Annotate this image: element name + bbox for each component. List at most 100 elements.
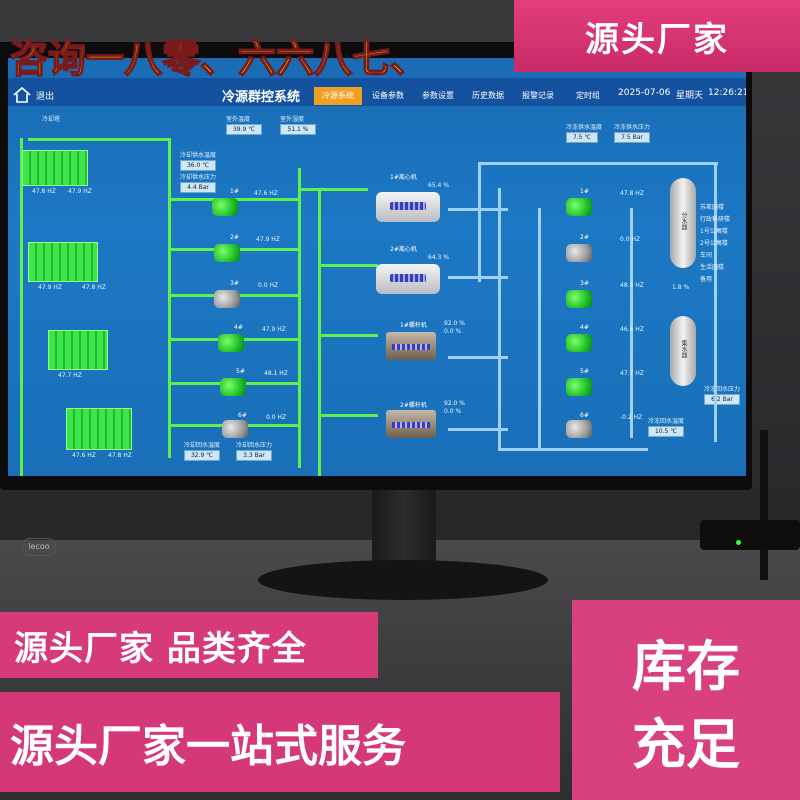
cooling-tower-2[interactable]	[28, 242, 98, 282]
chw-pump-hz: -0.2 HZ	[620, 414, 643, 421]
chiller-coil	[390, 202, 426, 210]
chw-pipe	[448, 356, 508, 359]
cooling-pump-5[interactable]	[220, 378, 246, 396]
cooling-pump-name: 1#	[230, 188, 239, 195]
chiller-load-2: 0.0 %	[444, 408, 462, 415]
cw-pipe	[318, 264, 378, 267]
chw-pump-3[interactable]	[566, 290, 592, 308]
cooling-pump-name: 4#	[234, 324, 243, 331]
tower-hz: 47.8 HZ	[108, 452, 132, 459]
branch-label: 1号公寓楼	[700, 228, 728, 235]
chw-pump-hz: 46.6 HZ	[620, 326, 644, 333]
chw-pump-name: 3#	[580, 280, 589, 287]
tower-hz: 47.8 HZ	[32, 188, 56, 195]
date: 2025-07-06	[618, 88, 671, 98]
chiller-load: 65.4 %	[428, 182, 449, 189]
distributor-tank[interactable]: 分水器	[670, 178, 696, 268]
chw-pump-name: 5#	[580, 368, 589, 375]
home-icon[interactable]	[12, 86, 32, 104]
chiller-name: 2#螺杆机	[400, 402, 427, 409]
chiller-load: 92.0 %	[444, 400, 465, 407]
branch-label: 苏茗园楼	[700, 204, 725, 211]
screw-chiller-1[interactable]	[386, 332, 436, 360]
chw-pump-5[interactable]	[566, 378, 592, 396]
cw-pipe	[318, 188, 321, 476]
chw-pump-name: 1#	[580, 188, 589, 195]
chw-pump-4[interactable]	[566, 334, 592, 352]
cooling-tower-1[interactable]	[22, 150, 88, 186]
chw-pump-1[interactable]	[566, 198, 592, 216]
branch-label: 备用	[700, 276, 713, 283]
tower-hz: 47.9 HZ	[38, 284, 62, 291]
chiller-load: 64.3 %	[428, 254, 449, 261]
cooling-tower-4[interactable]	[66, 408, 132, 450]
cooling-pump-hz: 0.0 HZ	[266, 414, 287, 421]
cw-supply-press-label: 冷却供水压力	[180, 174, 217, 181]
cooling-pump-1[interactable]	[212, 198, 238, 216]
chw-pump-name: 6#	[580, 412, 589, 419]
ad-stock-line2: 充足	[632, 713, 740, 776]
monitor-stand	[372, 490, 436, 570]
cooling-pump-2[interactable]	[214, 244, 240, 262]
chw-supply-temp-value: 7.5 ℃	[566, 132, 598, 143]
monitor-brand-logo: lecoo	[22, 538, 56, 556]
cw-return-press-value: 3.3 Bar	[236, 450, 272, 461]
screw-chiller-2[interactable]	[386, 410, 436, 438]
cw-pipe	[318, 334, 378, 337]
tab-schedule[interactable]: 定时组	[576, 91, 600, 100]
cw-supply-temp-label: 冷却供水温度	[180, 152, 217, 159]
cw-supply-press-value: 4.4 Bar	[180, 182, 216, 193]
tower-label: 冷却塔	[42, 116, 61, 123]
collector-label: 集水器	[680, 340, 687, 358]
centrifugal-chiller-1[interactable]	[376, 192, 440, 222]
ad-banner-top: 源头厂家	[514, 0, 800, 72]
ad-stock-badge: 库存 充足	[572, 600, 800, 800]
cooling-pump-hz: 47.9 HZ	[256, 236, 280, 243]
cooling-pump-6[interactable]	[222, 420, 248, 438]
chw-pump-6[interactable]	[566, 420, 592, 438]
chw-supply-press-label: 冷冻供水压力	[614, 124, 651, 131]
chw-pump-2[interactable]	[566, 244, 592, 262]
cw-pipe	[298, 168, 301, 468]
outdoor-humidity-value: 51.1 %	[280, 124, 316, 135]
ad-banner-top-text: 源头厂家	[585, 19, 729, 60]
chw-supply-press-value: 7.5 Bar	[614, 132, 650, 143]
power-adapter	[700, 520, 800, 550]
branch-label: 车间	[700, 252, 713, 259]
branch-label: 生活园楼	[700, 264, 725, 271]
exit-button[interactable]: 退出	[36, 92, 55, 102]
tab-param-settings[interactable]: 参数设置	[422, 91, 454, 100]
chw-pipe	[448, 276, 508, 279]
cooling-pump-4[interactable]	[218, 334, 244, 352]
cooling-pump-hz: 47.6 HZ	[254, 190, 278, 197]
ad-stock-line1: 库存	[632, 635, 740, 698]
branch-label: 行政科研楼	[700, 216, 731, 223]
chw-supply-temp-label: 冷冻供水温度	[566, 124, 603, 131]
centrifugal-chiller-2[interactable]	[376, 264, 440, 294]
tab-device-params[interactable]: 设备参数	[372, 91, 404, 100]
chw-return-press-value: 6.2 Bar	[704, 394, 740, 405]
cw-return-press-label: 冷却回水压力	[236, 442, 273, 449]
collector-tank[interactable]: 集水器	[670, 316, 696, 386]
system-title: 冷源群控系统	[222, 90, 301, 105]
cooling-pump-3[interactable]	[214, 290, 240, 308]
cooling-pump-hz: 0.0 HZ	[258, 282, 279, 289]
cooling-pump-hz: 47.9 HZ	[262, 326, 286, 333]
outdoor-humidity-label: 室外湿度	[280, 116, 305, 123]
monitor: 退出 冷源群控系统 冷源系统 设备参数 参数设置 历史数据 报警记录 定时组 2…	[0, 42, 752, 556]
tab-cold-source[interactable]: 冷源系统	[314, 87, 362, 105]
branch-label: 2号公寓楼	[700, 240, 728, 247]
chw-pipe	[448, 428, 508, 431]
chiller-name: 2#离心机	[390, 246, 417, 253]
cable	[760, 430, 768, 580]
cw-return-temp-label: 冷却回水温度	[184, 442, 221, 449]
tab-alarms[interactable]: 报警记录	[522, 91, 554, 100]
chw-return-temp-value: 10.5 ℃	[648, 426, 684, 437]
monitor-stand-base	[258, 560, 548, 600]
cooling-tower-3[interactable]	[48, 330, 108, 370]
cooling-pump-name: 3#	[230, 280, 239, 287]
scada-screen: 退出 冷源群控系统 冷源系统 设备参数 参数设置 历史数据 报警记录 定时组 2…	[8, 58, 746, 476]
ad-ribbon-text: 源头厂家 品类齐全	[14, 628, 307, 669]
tab-history[interactable]: 历史数据	[472, 91, 504, 100]
chw-pump-hz: 48.0 HZ	[620, 282, 644, 289]
